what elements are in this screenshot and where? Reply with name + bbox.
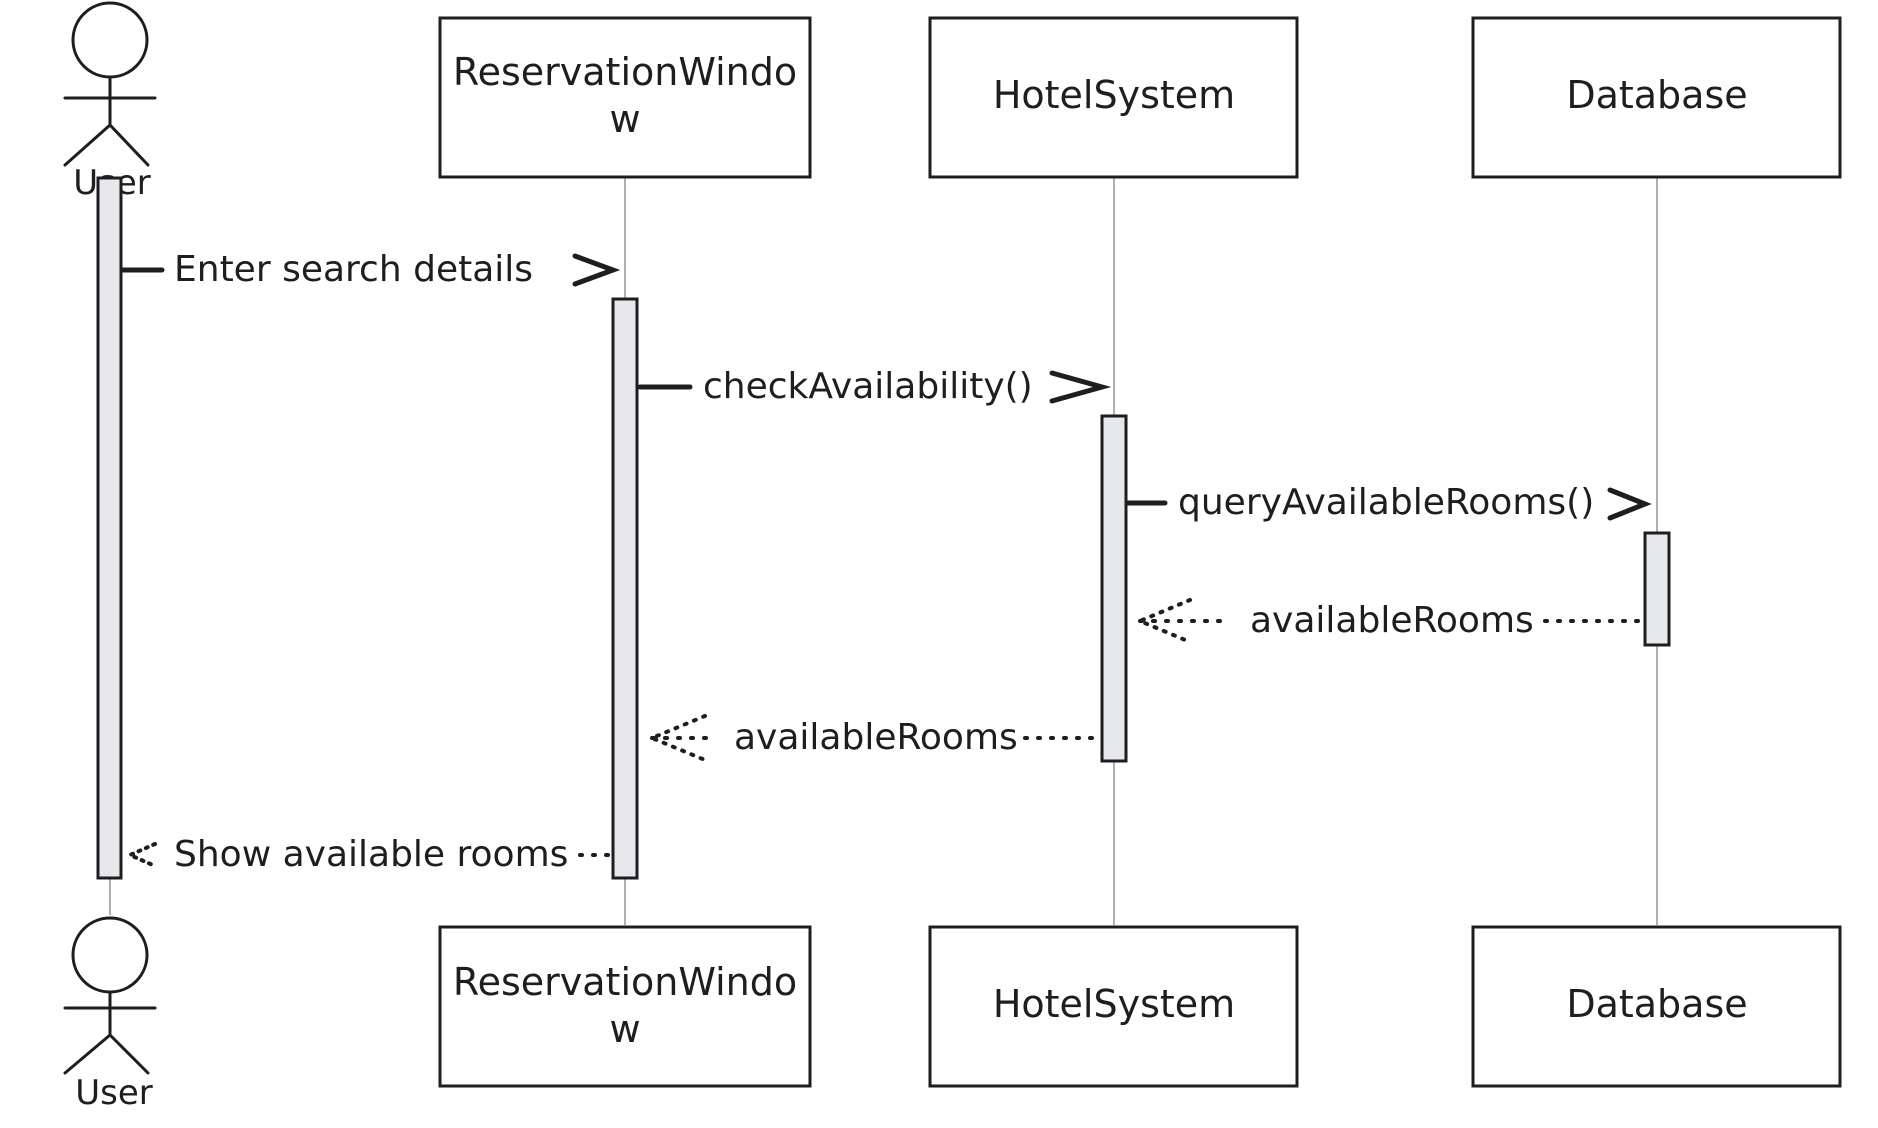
participant-hotel-bottom: HotelSystem	[928, 925, 1299, 1088]
message-return-hotel	[646, 714, 1102, 762]
arrowhead	[1049, 370, 1112, 404]
actor-left-leg	[63, 1033, 112, 1075]
participant-reservation-bottom: ReservationWindo w	[438, 925, 812, 1088]
actor-user-top	[63, 1, 157, 167]
message-label-show-rooms: Show available rooms	[174, 834, 568, 875]
participant-label-line1: ReservationWindo	[453, 960, 797, 1004]
participant-database-top: Database	[1471, 16, 1842, 179]
actor-head	[71, 1, 149, 79]
participant-box	[438, 925, 812, 1088]
participant-label: HotelSystem	[993, 982, 1235, 1026]
actor-user-bottom	[63, 916, 157, 1075]
arrowhead	[1607, 487, 1652, 521]
participant-label: HotelSystem	[993, 73, 1235, 117]
participant-label: Database	[1566, 982, 1747, 1026]
lifelines	[109, 178, 1658, 925]
message-label-return-db: availableRooms	[1250, 600, 1534, 641]
participant-database-bottom: Database	[1471, 925, 1842, 1088]
activation-user	[96, 176, 123, 880]
participant-label-line1: ReservationWindo	[453, 50, 797, 94]
arrowhead	[1134, 598, 1192, 644]
participant-box	[1471, 925, 1842, 1088]
actor-right-leg	[108, 1033, 150, 1075]
arrowhead	[572, 253, 621, 287]
message-label-check-availability: checkAvailability()	[703, 366, 1033, 407]
message-label-return-hotel: availableRooms	[734, 717, 1018, 758]
actor-head	[71, 916, 149, 994]
message-query-rooms	[1125, 487, 1652, 521]
participant-box	[438, 16, 812, 179]
message-return-db	[1134, 598, 1644, 644]
message-enter-search	[120, 253, 621, 287]
activation-database	[1643, 531, 1671, 647]
participant-box	[1471, 16, 1842, 179]
participant-label-line2: w	[609, 97, 640, 141]
participant-label: Database	[1566, 73, 1747, 117]
arrowhead	[125, 842, 157, 868]
message-label-query-rooms: queryAvailableRooms()	[1178, 482, 1594, 523]
activation-reservation	[611, 297, 639, 880]
participant-hotel-top: HotelSystem	[928, 16, 1299, 179]
participant-box	[928, 925, 1299, 1088]
participant-label-line2: w	[609, 1007, 640, 1051]
actor-label-bottom: User	[75, 1073, 153, 1113]
message-check-availability	[637, 370, 1112, 404]
message-label-enter-search: Enter search details	[174, 249, 533, 290]
arrowhead	[646, 714, 707, 762]
participant-reservation-top: ReservationWindo w	[438, 16, 812, 179]
activations	[96, 176, 1671, 880]
message-show-rooms	[125, 842, 613, 868]
activation-hotel	[1100, 414, 1128, 763]
participant-box	[928, 16, 1299, 179]
actor-left-leg	[63, 123, 112, 167]
actor-right-leg	[108, 123, 150, 167]
